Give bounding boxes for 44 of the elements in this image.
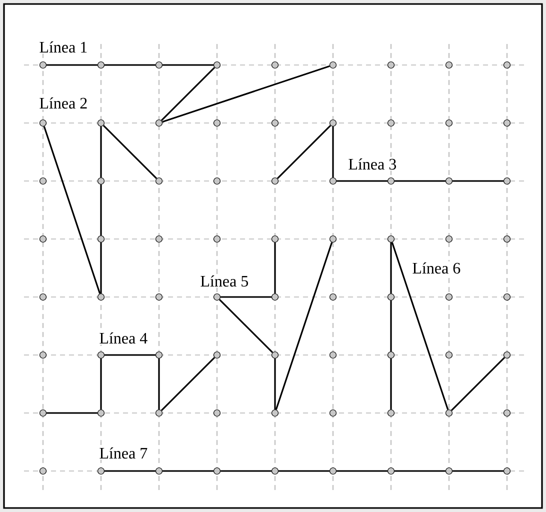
line-segment — [390, 358, 392, 410]
line-segment — [158, 358, 160, 410]
line-label: Línea 4 — [98, 331, 149, 345]
line-segment — [452, 180, 504, 182]
line-segment — [160, 356, 216, 412]
line-segment — [162, 470, 214, 472]
line-segment — [394, 470, 446, 472]
line-segment — [390, 242, 392, 294]
line-segment — [390, 300, 392, 352]
line-segment — [100, 126, 102, 178]
line-segment — [162, 65, 330, 123]
line-segment — [46, 64, 98, 66]
line-segment — [274, 242, 276, 294]
line-segment — [218, 298, 274, 354]
line-segment — [332, 126, 334, 178]
line-segment — [274, 358, 276, 410]
line-segment — [104, 470, 156, 472]
line-segment — [160, 66, 216, 122]
line-segment — [336, 180, 388, 182]
line-segment — [278, 470, 330, 472]
line-segment — [394, 180, 446, 182]
line-segment — [220, 470, 272, 472]
line-label: Línea 5 — [199, 274, 250, 288]
line-segment — [46, 412, 98, 414]
line-segment — [100, 358, 102, 410]
line-segment — [450, 356, 506, 412]
line-segment — [43, 126, 101, 294]
line-label: Línea 2 — [38, 96, 89, 110]
line-segment — [100, 242, 102, 294]
line-segment — [336, 470, 388, 472]
line-label: Línea 6 — [411, 261, 462, 275]
line-segment — [276, 124, 332, 180]
line-segment — [102, 124, 158, 180]
line-segment — [104, 64, 156, 66]
line-segment — [104, 354, 156, 356]
line-segment — [275, 242, 333, 410]
line-segment — [220, 296, 272, 298]
line-segment — [452, 470, 504, 472]
line-segment — [391, 242, 449, 410]
line-segment — [100, 184, 102, 236]
line-label: Línea 1 — [38, 40, 89, 54]
line-label: Línea 3 — [347, 157, 398, 171]
line-segment — [162, 64, 214, 66]
line-label: Línea 7 — [98, 446, 149, 460]
